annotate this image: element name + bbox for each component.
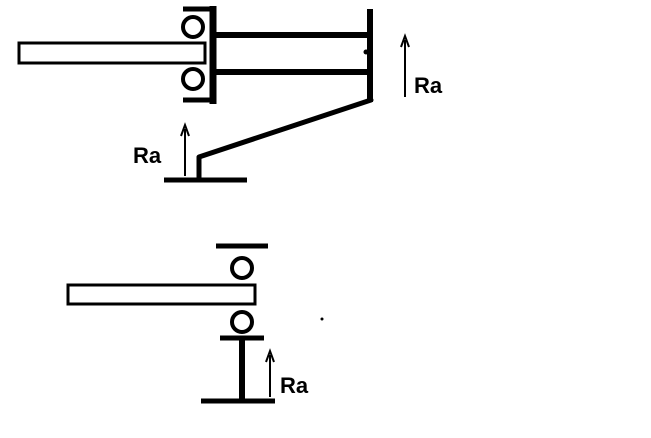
top-assembly: Ra Ra <box>17 6 443 183</box>
stray-dot <box>320 317 324 321</box>
bottom-assembly: Ra <box>66 243 324 404</box>
top-right-reaction-label: Ra <box>414 73 443 98</box>
bottom-roller-lower <box>230 310 254 334</box>
bottom-roller-upper <box>230 256 254 280</box>
bottom-reaction-label: Ra <box>280 373 309 398</box>
top-diagonal-brace <box>196 97 374 160</box>
top-right-reaction-arrow <box>400 33 410 97</box>
top-left-reaction-label: Ra <box>133 143 162 168</box>
bottom-reaction-arrow <box>265 348 275 397</box>
bottom-rod <box>66 283 257 306</box>
top-right-post-dot <box>363 49 369 55</box>
top-left-reaction-arrow <box>180 122 190 176</box>
top-roller-lower <box>181 67 205 91</box>
top-roller-upper <box>181 15 205 39</box>
top-rod <box>17 41 207 65</box>
